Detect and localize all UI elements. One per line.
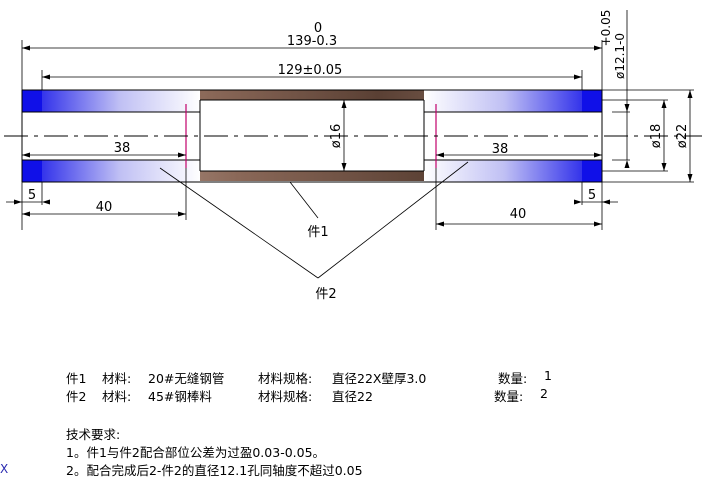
bom-qty-label: 数量:: [498, 371, 528, 386]
dim-left-step: 5: [28, 188, 36, 203]
leader-part1: [289, 181, 319, 219]
bom-material-label: 材料:: [102, 389, 132, 404]
bom-spec: 直径22X壁厚3.0: [332, 371, 427, 386]
bom-spec-label: 材料规格:: [258, 371, 313, 386]
dimensions: [6, 10, 694, 279]
right-pin-top: [424, 90, 602, 112]
leader-part2-right: [317, 161, 469, 279]
dim-inner-length: 129±0.05: [278, 63, 343, 78]
dim-right-pin-length: 40: [510, 207, 527, 222]
tech-title: 技术要求:: [66, 427, 121, 442]
right-pin-cap-top: [582, 90, 602, 112]
tube-bore: [200, 100, 424, 171]
right-pin-cap-bottom: [582, 160, 602, 182]
left-pin-bottom: [22, 160, 200, 182]
bom-material-label: 材料:: [102, 371, 132, 386]
dim-dia-12-1-tol: +0.05: [599, 10, 613, 47]
dim-right-step: 5: [588, 188, 596, 203]
dim-right-bore-depth: 38: [492, 142, 509, 157]
dim-dia-22: ø22: [675, 124, 690, 149]
callout-part1: 件1: [307, 225, 328, 240]
bom-material: 20#无缝钢管: [148, 371, 225, 386]
callout-part2: 件2: [315, 287, 336, 302]
left-pin-cap-top: [22, 90, 42, 112]
assembly-section: [4, 89, 702, 183]
bom-qty-label: 数量:: [494, 389, 524, 404]
tube-top-wall: [42, 90, 602, 100]
dim-dia-12-1: ø12.1-0: [613, 33, 627, 79]
dim-left-bore-depth: 38: [114, 141, 131, 156]
axis-x-mark: X: [0, 462, 9, 476]
dim-left-pin-length: 40: [96, 200, 113, 215]
leader-part2-left: [159, 167, 319, 279]
left-pin-cap-bottom: [22, 160, 42, 182]
right-pin-bottom: [424, 160, 602, 182]
bom-part: 件2: [66, 389, 87, 404]
dim-bore-dia: ø16: [329, 124, 344, 149]
bom-qty: 1: [544, 368, 552, 383]
tube-bottom-wall: [42, 171, 602, 181]
bom-material: 45#钢棒料: [148, 389, 212, 404]
bom-spec-label: 材料规格:: [258, 389, 313, 404]
dim-dia-18: ø18: [649, 124, 664, 149]
bom-qty: 2: [540, 386, 548, 401]
bom-spec: 直径22: [332, 389, 373, 404]
dim-overall-tol-upper: 0: [314, 21, 322, 36]
left-pin-top: [22, 90, 200, 112]
tech-req-1: 1。件1与件2配合部位公差为过盈0.03-0.05。: [66, 445, 326, 460]
dim-overall-length: 139-0.3: [287, 34, 337, 49]
bom-part: 件1: [66, 371, 87, 386]
tech-req-2: 2。配合完成后2-件2的直径12.1孔同轴度不超过0.05: [66, 463, 363, 478]
